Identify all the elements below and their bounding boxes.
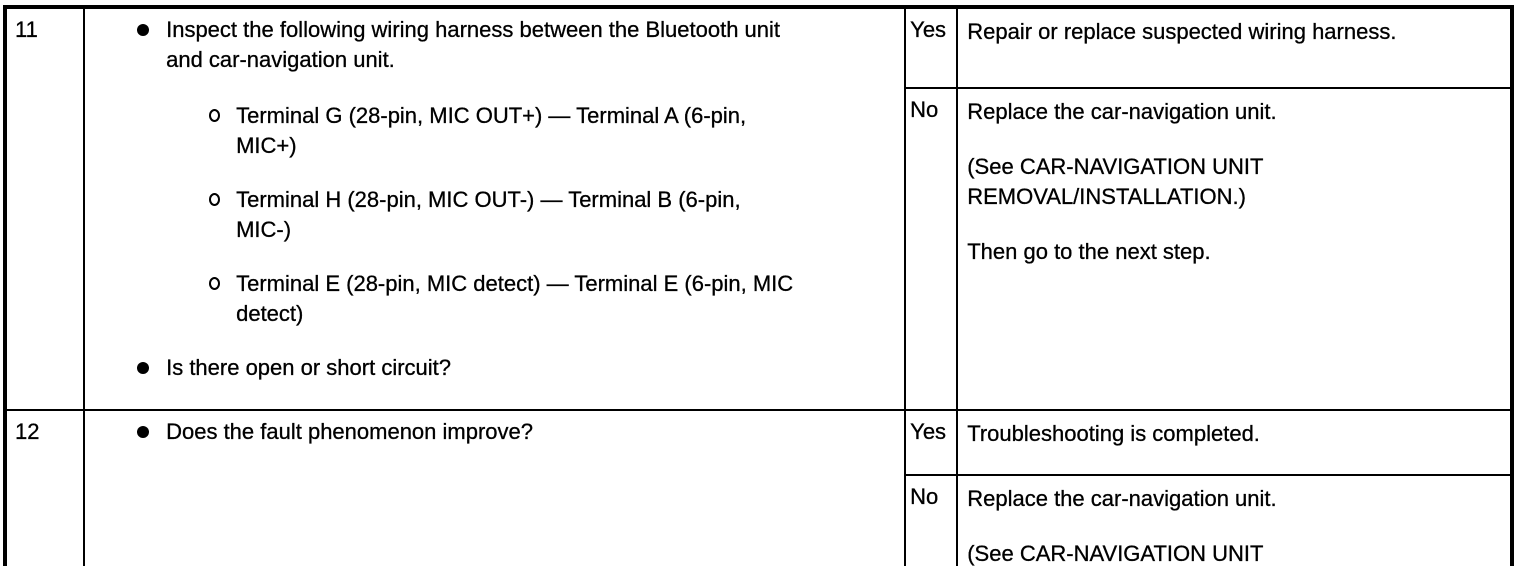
list-item: Terminal E (28-pin, MIC detect) — Termin… [209, 269, 903, 329]
action-text: Repair or replace suspected wiring harne… [967, 19, 1397, 44]
sub-bullet-icon [209, 109, 221, 122]
no-label: No [910, 97, 939, 122]
question-text: Does the fault phenomenon improve? [166, 419, 533, 444]
see-reference-text: (See CAR-NAVIGATION UNIT REMOVAL/INSTALL… [967, 541, 1264, 566]
sub-bullet-icon [209, 193, 221, 206]
list-item: Terminal H (28-pin, MIC OUT-) — Terminal… [209, 185, 903, 245]
step-number-cell: 12 [3, 409, 86, 566]
see-reference-text: (See CAR-NAVIGATION UNIT REMOVAL/INSTALL… [967, 154, 1264, 209]
no-cell: No [904, 87, 959, 411]
yes-cell: Yes [904, 409, 959, 476]
inspection-cell: Inspect the following wiring harness bet… [83, 6, 907, 411]
bullet-icon [137, 24, 150, 36]
yes-action-cell: Repair or replace suspected wiring harne… [956, 6, 1513, 89]
yes-action-cell: Troubleshooting is completed. [956, 409, 1513, 476]
terminal-pair-text: Terminal G (28-pin, MIC OUT+) — Terminal… [236, 103, 747, 158]
table-row: No Replace the car-navigation unit. (See… [5, 87, 1513, 411]
table-row: 11 Inspect the following wiring harness … [3, 6, 1513, 411]
troubleshooting-table: 11 Inspect the following wiring harness … [3, 5, 1514, 566]
no-action-cell: Replace the car-navigation unit. (See CA… [956, 87, 1513, 411]
table-row: 12 Does the fault phenomenon improve? Ye… [3, 409, 1513, 566]
terminal-pair-text: Terminal H (28-pin, MIC OUT-) — Terminal… [236, 187, 741, 242]
action-text: Replace the car-navigation unit. [967, 99, 1277, 124]
list-item: Does the fault phenomenon improve? [137, 417, 903, 447]
inspection-cell: Does the fault phenomenon improve? [83, 409, 907, 566]
no-action-cell: Replace the car-navigation unit. (See CA… [956, 474, 1513, 566]
yes-label: Yes [910, 17, 947, 42]
list-item: Terminal G (28-pin, MIC OUT+) — Terminal… [209, 101, 903, 161]
sub-bullet-icon [209, 277, 221, 290]
list-item: Is there open or short circuit? [137, 353, 903, 383]
next-step-text: Then go to the next step. [967, 239, 1211, 264]
bullet-icon [137, 426, 150, 438]
step-number: 11 [15, 17, 38, 42]
yes-label: Yes [910, 419, 947, 444]
no-cell: No [904, 474, 959, 566]
step-number: 12 [15, 419, 40, 444]
question-text: Is there open or short circuit? [166, 355, 452, 380]
terminal-pair-text: Terminal E (28-pin, MIC detect) — Termin… [236, 271, 794, 326]
step-number-cell: 11 [3, 6, 86, 411]
no-label: No [910, 484, 939, 509]
action-text: Replace the car-navigation unit. [967, 486, 1277, 511]
yes-cell: Yes [904, 6, 959, 89]
table-row: No Replace the car-navigation unit. (See… [5, 474, 1513, 566]
action-text: Troubleshooting is completed. [967, 421, 1260, 446]
bullet-icon [137, 362, 150, 374]
list-item: Inspect the following wiring harness bet… [137, 15, 903, 75]
inspection-text: Inspect the following wiring harness bet… [166, 17, 781, 72]
